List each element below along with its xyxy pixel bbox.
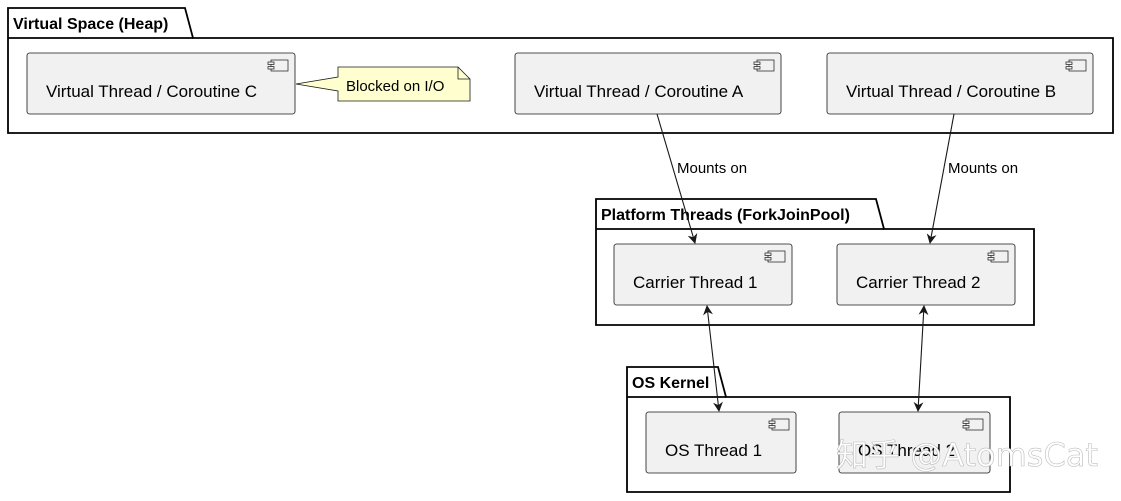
component-label: Virtual Thread / Coroutine A [534,82,744,101]
watermark-text: 知乎 @AtomsCat [836,436,1098,474]
component-os-thread-1: OS Thread 1 [645,411,797,474]
edge-b-to-carrier-2: Mounts on [926,113,1018,244]
edge-label: Mounts on [948,160,1018,177]
component-icon [753,59,775,72]
component-virtual-thread-a: Virtual Thread / Coroutine A [514,52,782,115]
component-carrier-thread-1: Carrier Thread 1 [613,243,793,306]
component-label: OS Thread 1 [665,441,762,460]
component-icon [764,250,786,263]
edge-carrier-2-to-os-2 [913,305,929,412]
component-label: Carrier Thread 2 [856,273,980,292]
component-icon [1065,59,1087,72]
component-icon [768,418,790,431]
component-label: Virtual Thread / Coroutine B [846,82,1056,101]
component-label: Virtual Thread / Coroutine C [46,82,257,101]
package-title-virtual-space: Virtual Space (Heap) [13,16,168,33]
package-title-os-kernel: OS Kernel [632,375,709,392]
component-label: Carrier Thread 1 [633,273,757,292]
package-virtual-space: Virtual Space (Heap) [7,7,1114,134]
edge-carrier-1-to-os-1 [703,305,723,412]
component-icon [987,250,1009,263]
note-label: Blocked on I/O [346,78,444,95]
component-os-thread-2: OS Thread 2 [838,411,991,474]
component-label: OS Thread 2 [858,441,955,460]
component-icon [267,59,289,72]
package-title-platform-threads: Platform Threads (ForkJoinPool) [601,207,850,224]
package-platform-threads: Platform Threads (ForkJoinPool) [595,198,1035,326]
component-virtual-thread-b: Virtual Thread / Coroutine B [826,52,1094,115]
component-virtual-thread-c: Virtual Thread / Coroutine C [26,52,296,115]
component-icon [962,418,984,431]
component-carrier-thread-2: Carrier Thread 2 [836,243,1016,306]
edge-a-to-carrier-1: Mounts on [656,113,747,244]
note-blocked-on-io: Blocked on I/O [295,66,471,102]
edge-label: Mounts on [677,160,747,177]
